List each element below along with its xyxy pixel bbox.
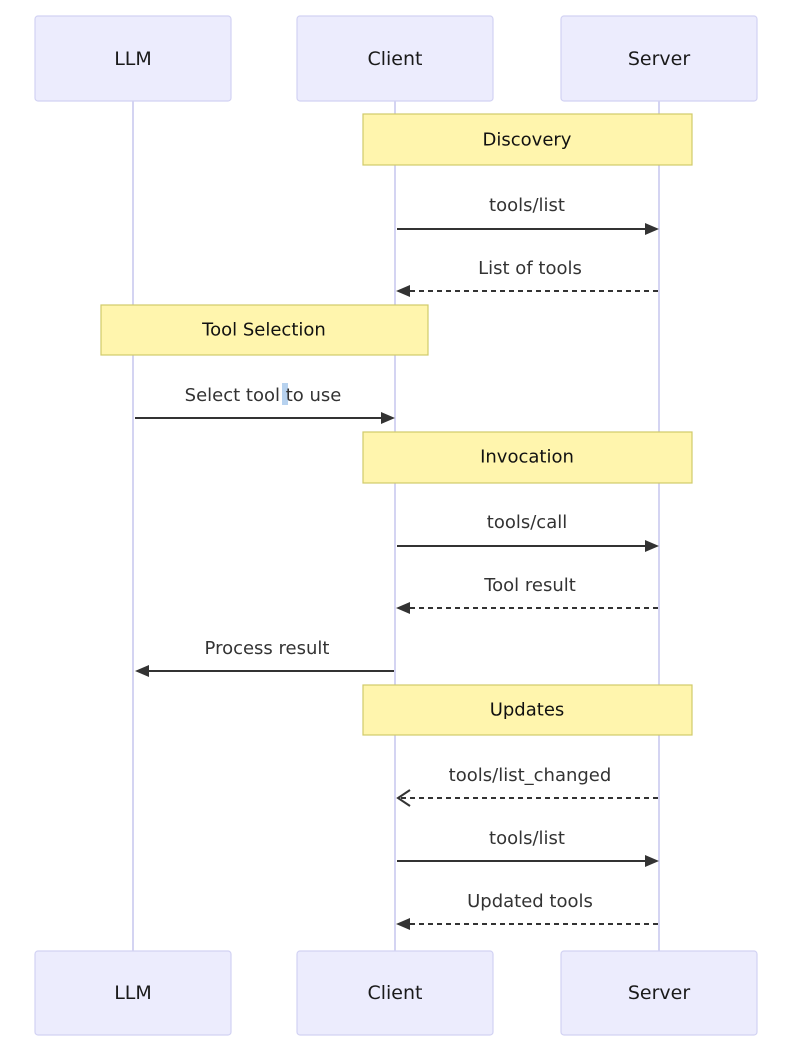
actor-llm-bottom: LLM xyxy=(34,950,232,1036)
note-discovery: Discovery xyxy=(362,113,693,166)
actor-label: Server xyxy=(628,48,690,70)
arrow-head-left xyxy=(135,665,149,677)
message-list-of-tools: List of tools xyxy=(396,258,658,297)
actor-label: LLM xyxy=(114,982,152,1004)
note-invocation: Invocation xyxy=(362,431,693,484)
message-label: Tool result xyxy=(483,575,576,596)
message-label: tools/list xyxy=(489,828,565,849)
message-label: tools/list_changed xyxy=(449,765,612,786)
message-label: List of tools xyxy=(478,258,582,279)
actor-label: Client xyxy=(367,982,422,1004)
message-process-result: Process result xyxy=(135,638,394,677)
actor-server-top: Server xyxy=(560,15,758,102)
actor-client-top: Client xyxy=(296,15,494,102)
arrow-head-left xyxy=(396,602,410,614)
message-select-tool: Select tool to use xyxy=(135,383,395,424)
message-label: Select tool to use xyxy=(185,385,342,406)
actor-server-bottom: Server xyxy=(560,950,758,1036)
message-label: tools/call xyxy=(487,512,567,533)
message-tools-list-2: tools/list xyxy=(397,828,659,867)
message-tool-result: Tool result xyxy=(396,575,658,614)
arrow-head-right xyxy=(381,412,395,424)
message-label: Process result xyxy=(205,638,330,659)
arrow-head-left xyxy=(396,285,410,297)
actor-label: Server xyxy=(628,982,690,1004)
arrow-head-right xyxy=(645,223,659,235)
actor-label: Client xyxy=(367,48,422,70)
actor-client-bottom: Client xyxy=(296,950,494,1036)
message-updated-tools: Updated tools xyxy=(396,891,658,930)
note-label: Invocation xyxy=(480,447,574,468)
message-tools-list: tools/list xyxy=(397,195,659,235)
note-label: Discovery xyxy=(483,130,572,151)
note-tool-selection: Tool Selection xyxy=(100,304,429,356)
message-label: tools/list xyxy=(489,195,565,216)
arrow-head-left xyxy=(396,918,410,930)
actor-label: LLM xyxy=(114,48,152,70)
arrow-head-right xyxy=(645,540,659,552)
text-cursor-highlight xyxy=(282,383,288,405)
arrow-head-right xyxy=(645,855,659,867)
note-label: Updates xyxy=(490,700,565,721)
message-tools-list-changed: tools/list_changed xyxy=(396,765,658,807)
actor-llm-top: LLM xyxy=(34,15,232,102)
note-label: Tool Selection xyxy=(201,320,326,341)
arrow-head-open-left xyxy=(396,789,411,807)
message-label: Updated tools xyxy=(467,891,593,912)
note-updates: Updates xyxy=(362,684,693,736)
message-tools-call: tools/call xyxy=(397,512,659,552)
